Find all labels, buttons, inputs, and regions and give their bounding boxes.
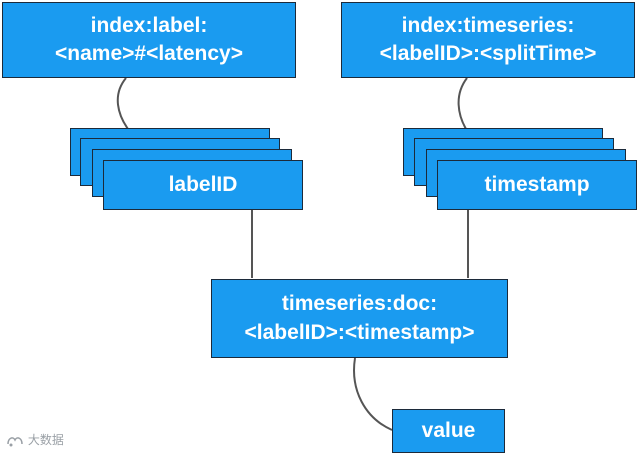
timestamp-node: timestamp bbox=[437, 160, 637, 210]
watermark-logo-icon bbox=[7, 436, 23, 446]
timestamp-text: timestamp bbox=[484, 172, 590, 196]
label-index-line2: <name>#<latency> bbox=[55, 42, 243, 65]
connector-doc-to-value bbox=[353, 357, 393, 431]
connector-label-index-to-labelid bbox=[116, 77, 129, 130]
timeseries-index-node: index:timeseries: <labelID>:<splitTime> bbox=[341, 2, 635, 78]
label-id-text: labelID bbox=[168, 172, 238, 196]
label-id-node: labelID bbox=[103, 160, 303, 210]
connector-timeseries-index-to-timestamp bbox=[457, 77, 468, 130]
value-node: value bbox=[392, 409, 505, 453]
label-index-node: index:label: <name>#<latency> bbox=[2, 2, 296, 78]
label-index-line1: index:label: bbox=[90, 13, 208, 37]
timeseries-index-line1: index:timeseries: bbox=[401, 13, 575, 37]
timeseries-doc-node: timeseries:doc: <labelID>:<timestamp> bbox=[211, 279, 508, 358]
timeseries-doc-line2: <labelID>:<timestamp> bbox=[244, 320, 475, 344]
timeseries-index-line2: <labelID>:<splitTime> bbox=[379, 42, 597, 65]
watermark: 大数据 bbox=[6, 431, 64, 448]
watermark-text: 大数据 bbox=[27, 433, 64, 447]
value-text: value bbox=[421, 418, 476, 442]
timeseries-doc-line1: timeseries:doc: bbox=[281, 292, 438, 316]
